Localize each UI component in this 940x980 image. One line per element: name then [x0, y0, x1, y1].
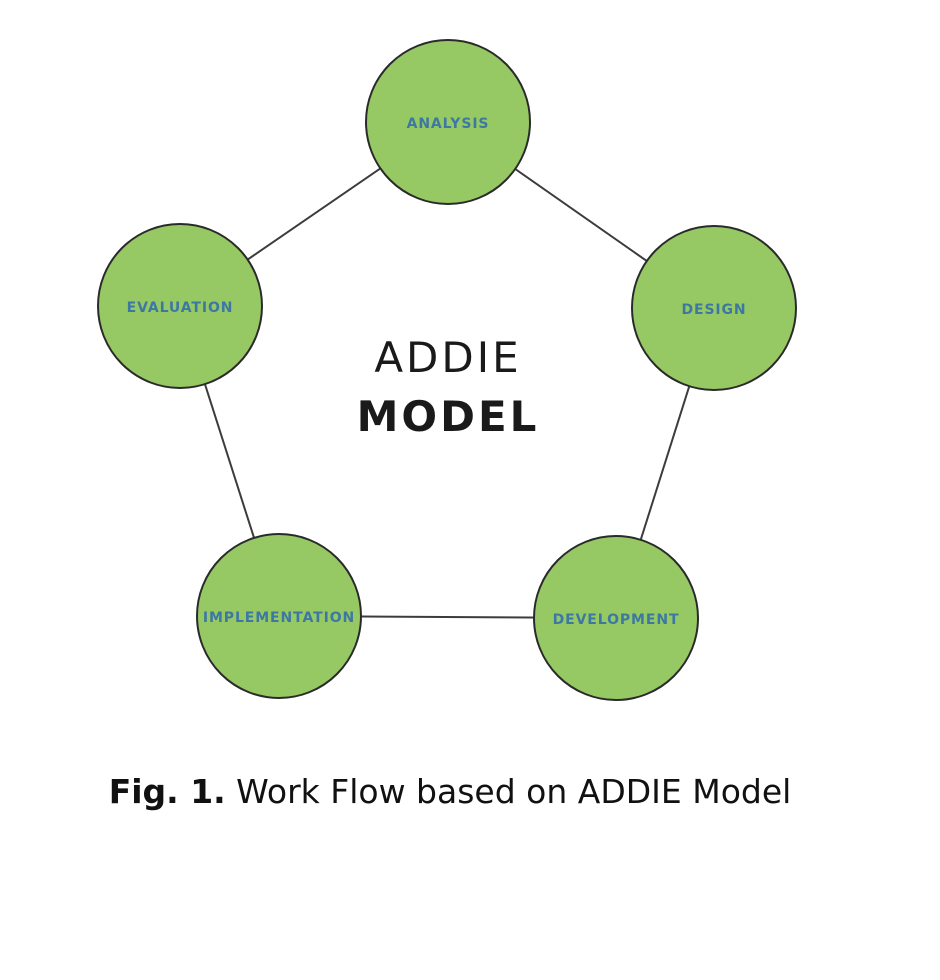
- node-design: DESIGN: [631, 225, 797, 391]
- figure-label: Fig. 1.: [108, 772, 226, 811]
- figure-caption-text: Work Flow based on ADDIE Model: [225, 772, 792, 811]
- node-label-development: DEVELOPMENT: [553, 612, 680, 628]
- node-development: DEVELOPMENT: [533, 535, 699, 701]
- center-title: ADDIE: [374, 333, 521, 382]
- node-evaluation: EVALUATION: [97, 223, 263, 389]
- node-circle-development: [533, 535, 699, 701]
- node-circle-implementation: [196, 533, 362, 699]
- nodes: ANALYSIS DESIGN DEVELOPMENT IMPLEMENTATION E…: [97, 39, 797, 701]
- addie-diagram: ANALYSIS DESIGN DEVELOPMENT IMPLEMENTATION E…: [97, 39, 797, 701]
- node-circle-evaluation: [97, 223, 263, 389]
- node-label-design: DESIGN: [681, 302, 746, 318]
- node-implementation: IMPLEMENTATION: [196, 533, 362, 699]
- node-label-implementation: IMPLEMENTATION: [203, 610, 355, 626]
- center-subtitle: MODEL: [357, 392, 540, 441]
- node-analysis: ANALYSIS: [365, 39, 531, 205]
- node-circle-analysis: [365, 39, 531, 205]
- figure-caption: Fig. 1. Work Flow based on ADDIE Model: [0, 772, 900, 811]
- node-label-evaluation: EVALUATION: [127, 300, 234, 316]
- node-circle-design: [631, 225, 797, 391]
- node-label-analysis: ANALYSIS: [407, 116, 490, 132]
